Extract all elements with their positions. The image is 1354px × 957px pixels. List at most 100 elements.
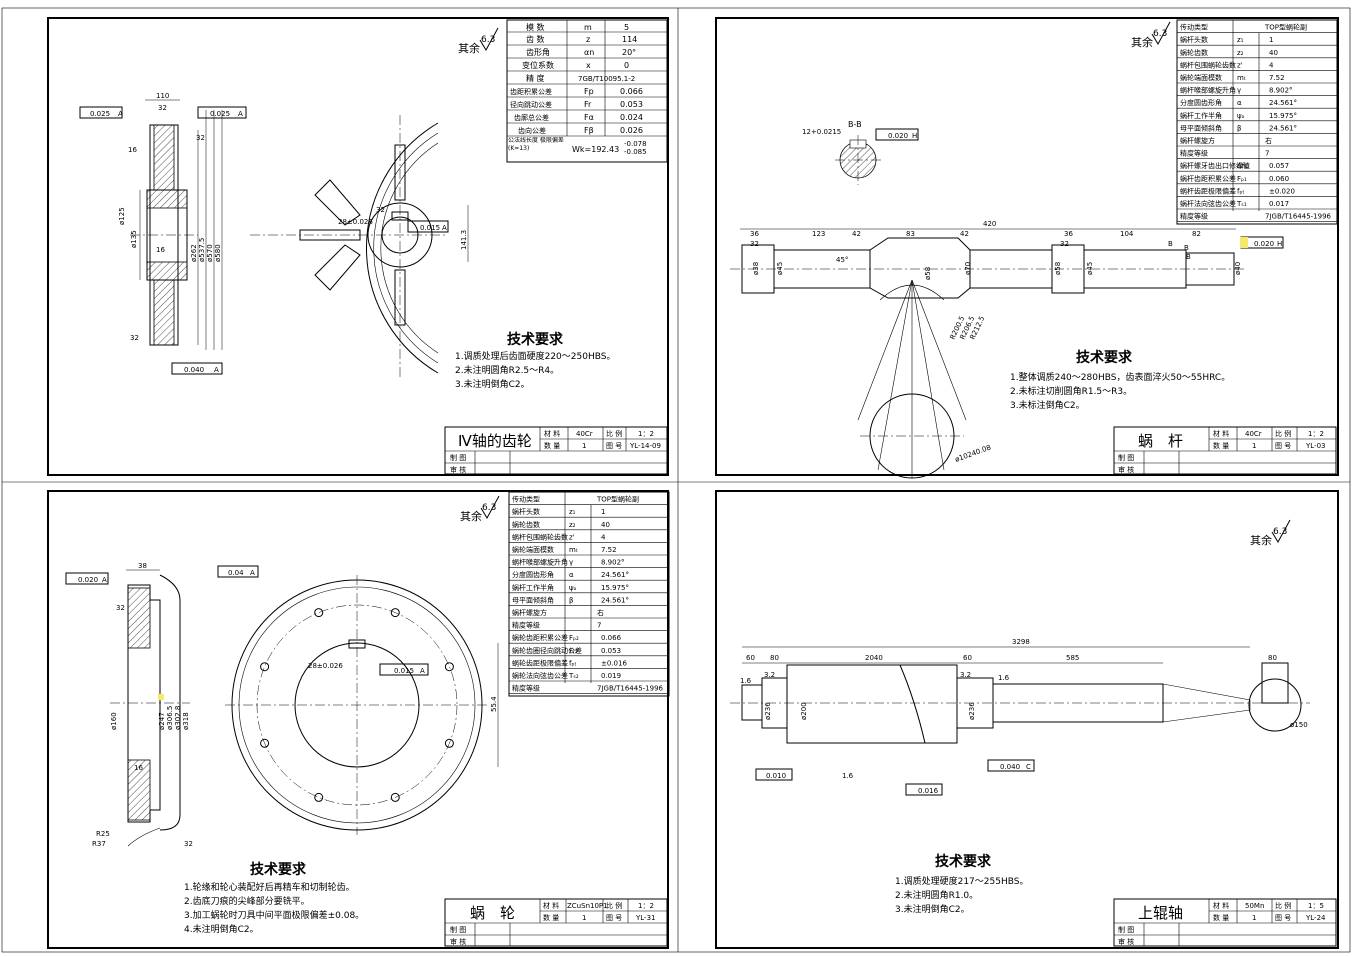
worm-material: 40Cr xyxy=(1245,430,1262,438)
gear-dim-width: 110 xyxy=(156,92,169,100)
wheel-roughness-value: 6.3 xyxy=(482,503,496,513)
worm-param-label: 分度圆齿形角 xyxy=(1180,98,1222,107)
gear-param-value: 0.053 xyxy=(620,100,643,109)
gtol-frame xyxy=(217,565,259,578)
wheel-material-label: 材 料 xyxy=(543,901,559,910)
gear-param-symbol: Fα xyxy=(584,113,594,122)
gear-span-dev-lower: -0.085 xyxy=(624,148,647,156)
worm-dim-seg: 123 xyxy=(812,230,825,238)
gear-checked-label: 审 核 xyxy=(450,465,466,474)
worm-title-block: 蜗 杆 材 料 40Cr 比 例 1：2 数 量 1 图 号 YL-03 制 图… xyxy=(1113,426,1337,475)
gear-requirement-item: 1.调质处理后齿面硬度220～250HBS。 xyxy=(455,350,615,362)
gear-dim-key-depth: 141.3 xyxy=(460,230,468,250)
worm-param-label: 蜗杆螺旋方 xyxy=(1180,136,1215,145)
wheel-dim-dia: ø302.8 xyxy=(174,706,182,730)
roller-requirement-item: 2.未注明圆角R1.0。 xyxy=(895,889,978,901)
gear-dim-tip: ø580 xyxy=(214,244,222,262)
roller-requirements-title: 技术要求 xyxy=(935,853,992,870)
roller-drawing-no-label: 图 号 xyxy=(1275,914,1291,922)
wheel-dim-keyway: 28±0.026 xyxy=(308,662,343,670)
wheel-param-symbol: α xyxy=(569,571,574,579)
gear-param-symbol: 7GB/T10095.1-2 xyxy=(578,75,635,83)
gtol-frame xyxy=(79,106,123,119)
worm-param-value: 4 xyxy=(1269,61,1274,69)
gear-title: Ⅳ轴的齿轮 xyxy=(458,432,532,450)
worm-param-label: 蜗杆法向弦齿公差 xyxy=(1180,199,1236,208)
wheel-param-label: 精度等级 xyxy=(512,684,540,693)
gear-param-label: 齿廓总公差 xyxy=(514,113,549,122)
wheel-dim-roughness: 32 xyxy=(116,604,125,612)
worm-param-symbol: Tₛ₁ xyxy=(1236,200,1247,208)
gear-param-label: 径向跳动公差 xyxy=(510,100,552,109)
wheel-requirement-item: 4.未注明倒角C2。 xyxy=(184,923,259,935)
gtol-value: 0.015 xyxy=(420,224,440,232)
roller-title: 上辊轴 xyxy=(1138,904,1183,922)
worm-dim-seg: 36 xyxy=(1064,230,1073,238)
gear-drawing-no-label: 图 号 xyxy=(606,442,622,450)
gtol-frame xyxy=(407,220,449,233)
roller-roughness-value: 6.3 xyxy=(1273,527,1287,537)
worm-requirements-title: 技术要求 xyxy=(1076,349,1133,366)
worm-param-value: 7 xyxy=(1265,150,1269,158)
wheel-param-value: 右 xyxy=(597,608,604,617)
wheel-dim-key-depth: 55.4 xyxy=(490,696,498,712)
worm-param-label: 蜗轮齿数 xyxy=(1180,48,1208,57)
worm-dim-dia: ø38 xyxy=(752,262,760,275)
gtol-value: 0.020 xyxy=(1254,240,1274,248)
wheel-title: 蜗 轮 xyxy=(470,904,515,922)
gtol-datum: A xyxy=(102,576,107,584)
roller-dim-seg: 60 xyxy=(963,654,972,662)
roller-dim-seg: 60 xyxy=(746,654,755,662)
worm-shaft-view: 420 36 123 42 83 42 36 104 82 45° ø38 ø4… xyxy=(730,220,1284,299)
gear-dim-root: ø537.5 xyxy=(198,238,206,262)
wheel-material: ZCuSn10P1 xyxy=(567,902,608,910)
wheel-param-value: 0.066 xyxy=(601,634,622,642)
worm-param-value: 7JGB/T16445-1996 xyxy=(1265,213,1332,221)
gear-dim-bore: ø135 xyxy=(130,230,138,248)
gtol-value: 0.020 xyxy=(78,576,98,584)
gear-param-symbol: z xyxy=(586,35,590,44)
worm-param-label: 精度等级 xyxy=(1180,149,1208,158)
roller-dim-dia: ø200 xyxy=(800,702,808,720)
worm-param-label: 蜗杆包围蜗轮齿数 xyxy=(1180,60,1236,69)
worm-param-symbol: α xyxy=(1237,99,1242,107)
gear-param-symbol: x xyxy=(586,61,591,70)
wheel-requirement-item: 2.齿底刀痕的尖峰部分要铣平。 xyxy=(184,895,310,907)
worm-param-label: 蜗轮端面模数 xyxy=(1180,73,1222,82)
worm-drawing-no: YL-03 xyxy=(1305,442,1326,450)
wheel-param-symbol: β xyxy=(569,596,573,604)
wheel-dim-roughness: 32 xyxy=(184,840,193,848)
wheel-surface-rest-label: 其余 xyxy=(460,509,482,523)
wheel-param-label: 蜗杆包围蜗轮齿数 xyxy=(512,532,568,541)
worm-section-label: B-B xyxy=(848,120,862,129)
wheel-dim-dia: ø247 xyxy=(158,712,166,730)
worm-requirement-item: 1.整体调质240～280HBS，齿表面淬火50～55HRC。 xyxy=(1010,371,1230,383)
gear-dim-roughness-e: 32 xyxy=(376,206,385,214)
gear-param-value: 114 xyxy=(622,35,637,44)
gtol-frame xyxy=(987,759,1035,772)
gtol-frame xyxy=(65,572,109,585)
gear-material: 40Cr xyxy=(576,430,593,438)
gear-param-symbol: m xyxy=(584,23,592,32)
worm-param-value: 24.561° xyxy=(1269,124,1297,132)
worm-param-value: 7.52 xyxy=(1269,74,1285,82)
gtol-value: 0.025 xyxy=(90,110,110,118)
worm-dim-dia: ø58 xyxy=(1054,262,1062,275)
wheel-param-label: 蜗杆头数 xyxy=(512,507,540,516)
worm-dim-dia: ø45 xyxy=(776,262,784,275)
worm-param-symbol: ψₐ xyxy=(1237,112,1245,120)
worm-param-label: 蜗杆螺牙齿出口修缘值 xyxy=(1180,161,1250,170)
gear-dim-roughness-a: 16 xyxy=(128,146,137,154)
worm-param-label: 蜗杆喉部螺旋升角 xyxy=(1180,86,1236,95)
wheel-param-value: 0.019 xyxy=(601,672,621,680)
wheel-param-symbol: Fₚ₂ xyxy=(569,634,579,642)
gear-drawn-label: 制 图 xyxy=(450,453,466,462)
gtol-datum: A xyxy=(118,110,123,118)
gtol-datum: H xyxy=(912,132,917,140)
wheel-scale: 1：2 xyxy=(638,902,654,910)
gear-param-symbol: αn xyxy=(584,48,594,57)
wheel-param-symbol: γ xyxy=(569,559,573,567)
worm-param-symbol: γ xyxy=(1237,87,1241,95)
gear-param-label: 齿距积累公差 xyxy=(510,87,552,96)
